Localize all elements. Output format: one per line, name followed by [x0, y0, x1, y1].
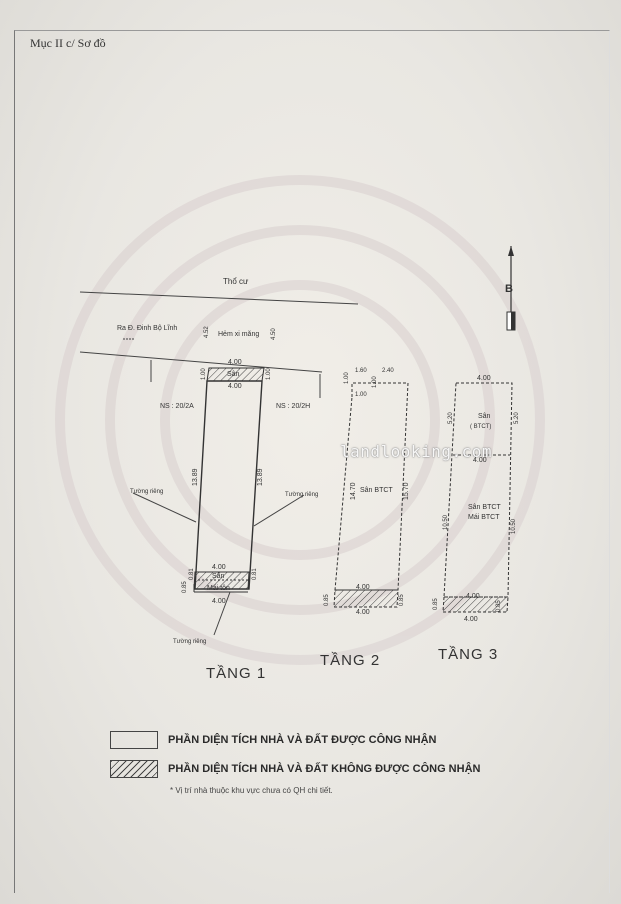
alley-width-left: 4.52	[204, 326, 210, 338]
floor1-bottom-depth-right: 0.81	[252, 568, 258, 580]
floor1-depth-right: 13.89	[257, 468, 264, 486]
floor2-top-left-width: 1.60	[355, 368, 367, 374]
floor3-bottom-width: 4.00	[466, 593, 480, 600]
floor3-upper-label: Sân	[478, 413, 491, 420]
legend-recognized-label: PHẦN DIỆN TÍCH NHÀ VÀ ĐẤT ĐƯỢC CÔNG NHẬN	[168, 734, 437, 746]
floor2-plan	[333, 382, 409, 608]
north-arrow-icon	[506, 246, 516, 331]
floor2-step-depth: 1.00	[355, 392, 367, 398]
floor1-depth-left: 13.89	[192, 468, 199, 486]
left-neighbor-label: NS : 20/2A	[160, 403, 194, 410]
floor1-top-depth-right: 1.00	[266, 368, 272, 380]
floor2-bottom-depth-left: 0.85	[324, 594, 330, 606]
floor1-wall-bottom: Tường riêng	[173, 639, 206, 645]
land-use-label: Thổ cư	[223, 277, 249, 286]
floor3-bottom-depth-right: 0.85	[496, 600, 502, 612]
floor3-upper-sublabel: ( BTCT)	[470, 424, 491, 430]
floor3-bottom-width-2: 4.00	[464, 616, 478, 623]
floor3-lower-depth-right: 10.50	[511, 518, 517, 534]
floor1-top-outer-width: 4.00	[228, 359, 242, 366]
road-line	[79, 351, 323, 373]
floor3-plan	[442, 382, 513, 613]
floor3-mid-width: 4.00	[473, 457, 487, 464]
floor2-bottom-width-2: 4.00	[356, 609, 370, 616]
floor3-lower-depth-left: 10.50	[443, 514, 449, 530]
compass-label: B	[505, 283, 513, 295]
footnote: * Vị trí nhà thuộc khu vực chưa có QH ch…	[170, 786, 333, 795]
section-title: Mục II c/ Sơ đồ	[30, 36, 106, 50]
floor3-top-width: 4.00	[477, 375, 491, 382]
alley-width-right: 4.50	[271, 328, 277, 340]
floor1-top-inner-width: 4.00	[228, 383, 242, 390]
watermark: landlooking.com	[340, 442, 492, 461]
page-frame	[14, 30, 610, 893]
floor1-wall-left: Tường riêng	[130, 489, 163, 495]
floor1-bottom-depth-left: 0.85	[182, 581, 188, 593]
floor2-main-label: Sân BTCT	[360, 487, 393, 494]
floor1-top-label: Sân	[227, 371, 240, 378]
floor3-lower-sublabel: Mái BTCT	[468, 514, 500, 521]
floor1-title: TẦNG 1	[206, 665, 266, 682]
floor1-bottom-width-1: 4.00	[212, 564, 226, 571]
legend-recognized: PHẦN DIỆN TÍCH NHÀ VÀ ĐẤT ĐƯỢC CÔNG NHẬN	[110, 731, 436, 749]
legend-not-recognized-swatch	[110, 760, 158, 778]
stamp-circles	[55, 175, 545, 665]
floor3-bottom-depth-left: 0.85	[433, 598, 439, 610]
alley-label: Hẻm xi măng	[218, 331, 259, 338]
road-label: Ra Đ. Đinh Bộ Lĩnh	[117, 325, 177, 332]
legend-not-recognized-label: PHẦN DIỆN TÍCH NHÀ VÀ ĐẤT KHÔNG ĐƯỢC CÔN…	[168, 763, 481, 775]
legend-recognized-swatch	[110, 731, 158, 749]
floor3-upper-depth-right: 5.20	[514, 412, 520, 424]
floor1-plan	[132, 367, 305, 636]
floor1-bottom-label-2: Mái tôn	[207, 585, 230, 592]
floor2-depth-left: 14.70	[350, 482, 357, 500]
floor2-top-depth-right: 1.00	[372, 376, 378, 388]
floor2-title: TẦNG 2	[320, 652, 380, 669]
floor2-bottom-width: 4.00	[356, 584, 370, 591]
floor2-top-right-width: 2.40	[382, 368, 394, 374]
floor3-title: TẦNG 3	[438, 646, 498, 663]
floor1-bottom-label-1: Sân	[212, 573, 225, 580]
floor2-depth-right: 15.70	[403, 482, 410, 500]
floor2-bottom-depth-right: 0.85	[399, 594, 405, 606]
floor3-upper-depth-left: 5.20	[448, 412, 454, 424]
land-line	[79, 291, 359, 305]
floor3-lower-label: Sân BTCT	[468, 504, 501, 511]
floor1-bottom-depth-left-2: 0.81	[189, 568, 195, 580]
floor1-bottom-width-2: 4.00	[212, 598, 226, 605]
right-neighbor-label: NS : 20/2H	[276, 403, 310, 410]
legend-not-recognized: PHẦN DIỆN TÍCH NHÀ VÀ ĐẤT KHÔNG ĐƯỢC CÔN…	[110, 760, 480, 778]
floor1-top-depth-left: 1.00	[201, 368, 207, 380]
floor1-wall-right: Tường riêng	[285, 492, 318, 498]
floor2-top-depth-left: 1.00	[344, 372, 350, 384]
